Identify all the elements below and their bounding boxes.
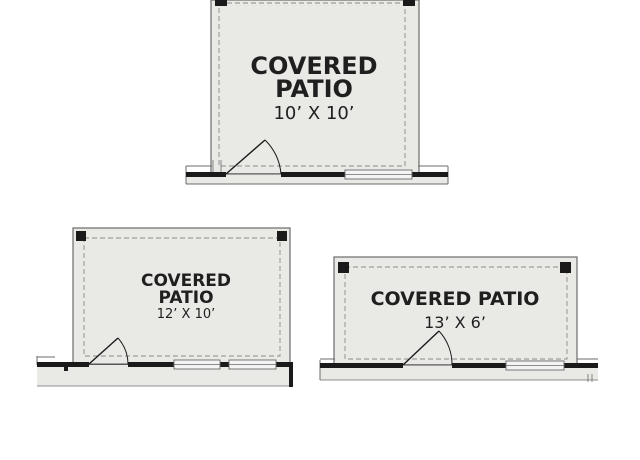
patio-floor [72, 227, 291, 366]
wall-segment [128, 362, 174, 367]
beam-outline [218, 2, 406, 167]
post-top-left [215, 0, 227, 6]
patio-plan-12x10: COVERED PATIO 12’ X 10’ [36, 227, 293, 387]
wall-segment [452, 363, 506, 368]
wall-segment [220, 362, 229, 367]
wall-segment [64, 362, 68, 371]
door-swing-arc [117, 337, 129, 365]
post-top-right [403, 0, 415, 6]
door-leaf [402, 330, 440, 366]
room-title-line-1: COVERED [250, 52, 377, 80]
house-wall-band [186, 174, 448, 184]
patio-plan-10x10: COVERED PATIO 10’ X 10’ [185, 0, 449, 185]
wall-segment [564, 363, 598, 368]
room-title-line-1: COVERED [141, 271, 231, 291]
door-swing-arc [264, 139, 282, 175]
post-top-left [76, 231, 86, 241]
post-top-right [560, 262, 571, 273]
door-leaf [225, 139, 266, 175]
house-wall-band [37, 365, 292, 386]
wall-segment [276, 362, 292, 367]
beam-outline [344, 266, 568, 360]
wall-segment [37, 362, 89, 367]
room-dimension: 10’ X 10’ [273, 103, 354, 124]
door-swing-arc [438, 330, 453, 366]
patio-plan-13x6: COVERED PATIO 13’ X 6’ [319, 256, 598, 382]
room-dimension: 13’ X 6’ [424, 313, 486, 332]
room-title-line-2: PATIO [275, 75, 353, 103]
room-dimension: 12’ X 10’ [157, 307, 216, 322]
wall-segment [289, 362, 293, 387]
patio-floor [210, 0, 420, 175]
room-title: COVERED PATIO [371, 288, 540, 310]
beam-outline [83, 237, 281, 357]
post-top-left [338, 262, 349, 273]
post-top-right [277, 231, 287, 241]
door-leaf [88, 337, 119, 365]
wall-segment [281, 172, 345, 177]
patio-floor [333, 256, 578, 366]
room-title-line-2: PATIO [158, 288, 213, 308]
wall-segment [412, 172, 448, 177]
wall-segment [320, 363, 403, 368]
wall-segment [186, 172, 226, 177]
